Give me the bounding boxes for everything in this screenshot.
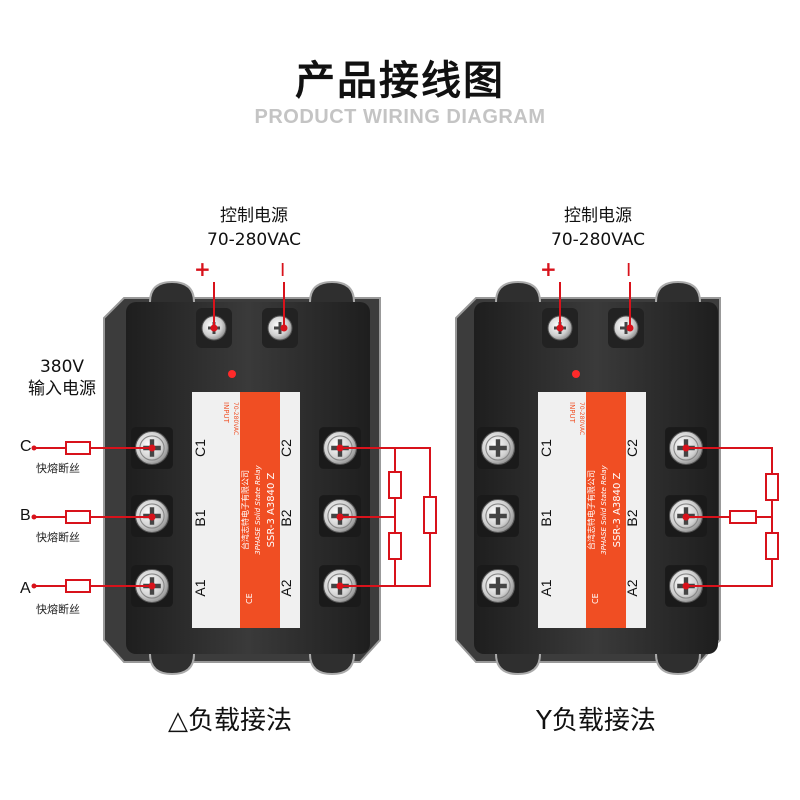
terminal-c1-screw-r: [476, 426, 520, 470]
relay-brand-left: 台湾志特电子有限公司: [240, 470, 250, 550]
terminal-c1-label-r: C1: [538, 439, 554, 457]
input-power-label: 380V 输入电源: [28, 357, 96, 399]
ce-mark-left: CE: [245, 593, 254, 604]
fuse-label-b: 快熔断丝: [36, 531, 80, 544]
plus-mark-right: +: [540, 257, 557, 281]
page-subtitle: PRODUCT WIRING DIAGRAM: [254, 106, 546, 128]
terminal-dots: [31, 324, 690, 590]
relay-input-label-right: INPUT: [568, 402, 576, 424]
phase-c-label: C: [20, 438, 32, 455]
terminal-b1-label-r: B1: [538, 509, 554, 526]
relay-input-range-right: 70-280VAC: [578, 402, 585, 435]
terminal-a2-label: A2: [278, 579, 294, 596]
terminal-a1-label: A1: [192, 579, 208, 596]
terminal-c1-label: C1: [192, 439, 208, 457]
control-power-label-right: 控制电源 70-280VAC: [551, 206, 645, 250]
fuse-label-c: 快熔断丝: [36, 462, 80, 475]
terminal-a2-label-r: A2: [624, 579, 640, 596]
terminal-a1-screw-r: [476, 564, 520, 608]
page-title: 产品接线图: [295, 58, 505, 104]
relay-model-right: SSR-3 A3840 Z: [612, 473, 623, 548]
ce-mark-right: CE: [591, 593, 600, 604]
terminal-c2-label-r: C2: [624, 439, 640, 457]
delta-caption: △负载接法: [168, 706, 292, 736]
wires: [34, 282, 779, 593]
phase-a-label: A: [20, 580, 31, 597]
fuse-label-a: 快熔断丝: [36, 603, 80, 616]
phase-b-label: B: [20, 507, 31, 524]
minus-mark-left: I: [280, 260, 285, 281]
control-power-label-left: 控制电源 70-280VAC: [207, 206, 301, 250]
terminal-b1-screw-r: [476, 494, 520, 538]
terminal-a1-label-r: A1: [538, 579, 554, 596]
wye-caption: Y负载接法: [536, 706, 656, 736]
relay-input-label-left: INPUT: [222, 402, 230, 424]
minus-mark-right: I: [626, 260, 631, 281]
led-indicator-left: [228, 370, 236, 378]
relay-input-range-left: 70-280VAC: [232, 402, 239, 435]
relay-type-right: 3PHASE Solid State Relay: [600, 464, 608, 554]
plus-mark-left: +: [194, 257, 211, 281]
relay-right: C1 B1 A1 C2 B2 A2 台湾志特电子有限公司 3PHASE Soli…: [455, 280, 721, 676]
relay-brand-right: 台湾志特电子有限公司: [586, 470, 596, 550]
terminal-b1-label: B1: [192, 509, 208, 526]
relay-type-left: 3PHASE Solid State Relay: [254, 464, 262, 554]
relay-model-left: SSR-3 A3840 Z: [266, 473, 277, 548]
led-indicator-right: [572, 370, 580, 378]
terminal-b2-label-r: B2: [624, 509, 640, 526]
terminal-c2-label: C2: [278, 439, 294, 457]
terminal-b2-label: B2: [278, 509, 294, 526]
relay-left: C1 B1 A1 C2 B2 A2 台湾志特电子有限公司 3PHASE Soli…: [103, 280, 381, 676]
